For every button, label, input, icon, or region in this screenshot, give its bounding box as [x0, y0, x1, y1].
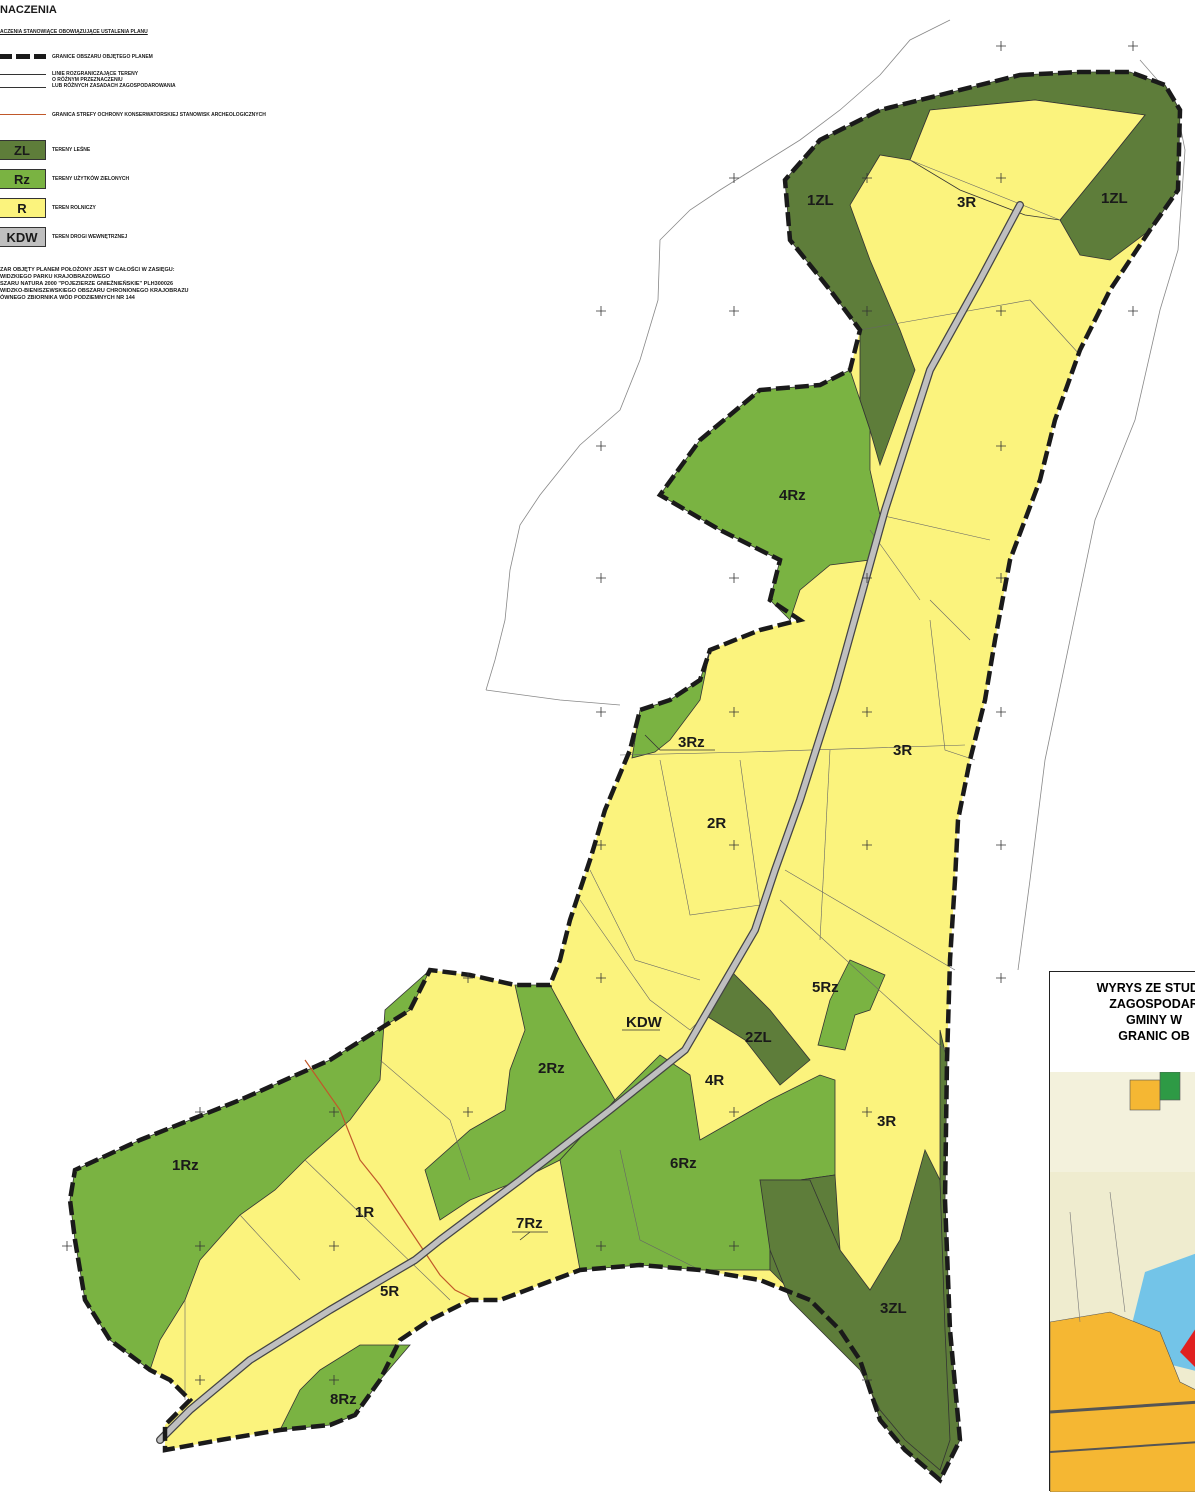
kdw-swatch: KDW: [0, 227, 46, 247]
zl-swatch: ZL: [0, 140, 46, 160]
legend-row-kdw: KDW TEREN DROGI WEWNĘTRZNEJ: [0, 226, 300, 248]
archaeo-symbol: [0, 114, 46, 119]
label-leaders: [512, 734, 715, 1241]
legend-notes: ZAR OBJĘTY PLANEM POŁOŻONY JEST W CAŁOŚC…: [0, 267, 189, 301]
label-6rz: 6Rz: [670, 1155, 697, 1172]
inset-title: WYRYS ZE STUDIU ZAGOSPODAR GMINY W GRANI…: [1096, 981, 1195, 1043]
legend-boundary-text: GRANICE OBSZARU OBJĘTEGO PLANEM: [52, 54, 153, 60]
label-4r: 4R: [705, 1072, 724, 1089]
label-3r-north: 3R: [957, 194, 976, 211]
label-1rz: 1Rz: [172, 1157, 199, 1174]
parcel-lines: [184, 159, 1081, 1400]
inset-map: [1050, 1072, 1195, 1492]
zone-labels: 1ZL 1ZL 3R 4Rz 3Rz 3R 2R 5Rz KDW 2ZL 4R …: [172, 190, 1128, 1408]
label-3r-middle: 3R: [893, 742, 912, 759]
boundary-symbol: [0, 54, 46, 59]
zones: [69, 71, 1181, 1481]
r-swatch: R: [0, 198, 46, 218]
label-4rz: 4Rz: [779, 487, 806, 504]
legend-subtitle: ACZENIA STANOWIĄCE OBOWIĄZUJĄCE USTALENI…: [0, 29, 148, 35]
label-1zl-east: 1ZL: [1101, 190, 1128, 207]
label-5r: 5R: [380, 1283, 399, 1300]
label-3rz: 3Rz: [678, 734, 705, 751]
label-1r: 1R: [355, 1204, 374, 1221]
legend-row-rz: Rz TERENY UŻYTKÓW ZIELONYCH: [0, 168, 300, 190]
archaeo-zone-line: [304, 1059, 476, 1301]
legend-archaeo-text: GRANICA STREFY OCHRONY KONSERWATORSKIEJ …: [52, 112, 266, 118]
zone-3zl-main: [759, 1148, 951, 1471]
zone-2rz: [424, 984, 616, 1221]
legend-title: NACZENIA: [0, 4, 57, 16]
legend-row-zl: ZL TERENY LEŚNE: [0, 139, 300, 161]
rz-swatch: Rz: [0, 169, 46, 189]
legend-lines-text: LINIE ROZGRANICZAJĄCE TERENY O RÓŻNYM PR…: [52, 71, 176, 89]
legend-r-text: TEREN ROLNICZY: [52, 205, 96, 211]
legend-rz-text: TERENY UŻYTKÓW ZIELONYCH: [52, 176, 130, 182]
label-5rz: 5Rz: [812, 979, 839, 996]
study-excerpt-inset: WYRYS ZE STUDIU ZAGOSPODAR GMINY W GRANI…: [1049, 971, 1195, 1492]
label-8rz: 8Rz: [330, 1391, 357, 1408]
plan-base: [70, 72, 1180, 1480]
legend-row-archaeo: GRANICA STREFY OCHRONY KONSERWATORSKIEJ …: [0, 106, 300, 128]
lines-symbol: [0, 74, 46, 88]
label-kdw: KDW: [626, 1014, 663, 1031]
label-1zl-west: 1ZL: [807, 192, 834, 209]
label-7rz: 7Rz: [516, 1215, 543, 1232]
label-2rz: 2Rz: [538, 1060, 565, 1077]
label-3r-south: 3R: [877, 1113, 896, 1130]
plan-boundary: [67, 69, 1183, 1484]
legend-kdw-text: TEREN DROGI WEWNĘTRZNEJ: [52, 234, 128, 240]
grid-crosses: [62, 41, 1138, 1385]
label-2r: 2R: [707, 815, 726, 832]
legend-row-r: R TEREN ROLNICZY: [0, 197, 300, 219]
legend-row-lines: LINIE ROZGRANICZAJĄCE TERENY O RÓŻNYM PR…: [0, 70, 300, 92]
zone-5rz: [817, 959, 886, 1051]
legend-zl-text: TERENY LEŚNE: [52, 147, 91, 153]
road-kdw-inner: [157, 202, 1023, 1443]
legend-row-boundary: GRANICE OBSZARU OBJĘTEGO PLANEM: [0, 46, 300, 68]
label-2zl: 2ZL: [745, 1029, 772, 1046]
label-3zl: 3ZL: [880, 1300, 907, 1317]
